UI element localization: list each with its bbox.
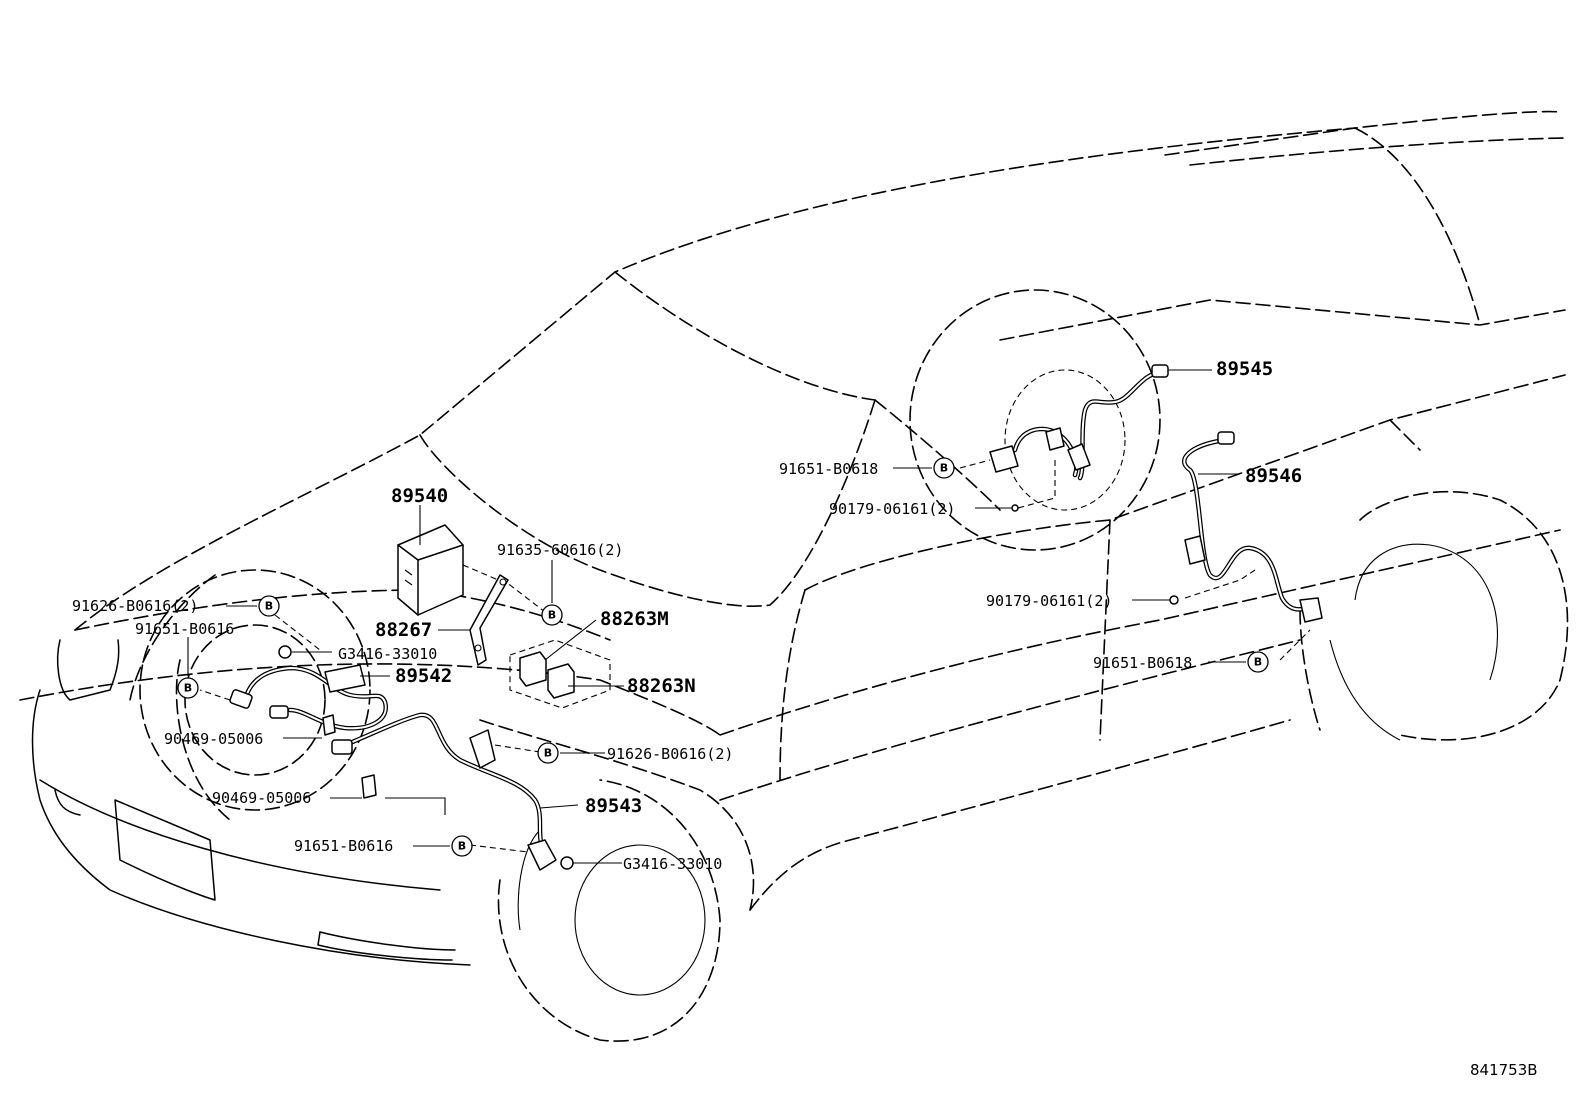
label-88263m: 88263M	[600, 608, 669, 630]
front-right-wheel	[497, 779, 721, 1042]
abs-ecu	[397, 524, 464, 616]
badge-91651b: B	[413, 835, 473, 857]
svg-text:B: B	[265, 600, 273, 613]
relay-box	[509, 639, 611, 709]
label-90179-06161-upper: 90179-06161(2)	[829, 500, 955, 518]
label-91651-b0618-upper: 91651-B0618	[779, 460, 878, 478]
rear-left-speed-sensor	[989, 364, 1169, 481]
svg-text:B: B	[544, 747, 552, 760]
label-90179-06161-lower: 90179-06161(2)	[986, 592, 1112, 610]
label-91626-b0616-upper: 91626-B0616(2)	[72, 597, 198, 615]
ecu-bracket	[469, 574, 509, 666]
svg-text:B: B	[940, 462, 948, 475]
label-g3416-33010-upper: G3416-33010	[338, 645, 437, 663]
label-91651-b0616-lower: 91651-B0616	[294, 837, 393, 855]
label-89545: 89545	[1216, 358, 1273, 380]
label-88267: 88267	[375, 619, 432, 641]
label-89540: 89540	[391, 485, 448, 507]
svg-text:B: B	[184, 682, 192, 695]
car-body-outline	[19, 110, 1566, 966]
label-g3416-33010-lower: G3416-33010	[623, 855, 722, 873]
front-right-speed-sensor	[322, 712, 574, 871]
svg-text:B: B	[1254, 656, 1262, 669]
label-91635-60616: 91635-60616(2)	[497, 541, 623, 559]
rear-right-wheel	[1329, 490, 1569, 741]
badge-91651a: B	[177, 637, 199, 699]
badge-91635: B	[541, 560, 563, 626]
label-91626-b0616-lower: 91626-B0616(2)	[607, 745, 733, 763]
label-90469-05006-upper: 90469-05006	[164, 730, 263, 748]
svg-text:B: B	[458, 840, 466, 853]
part-labels: 89540 91635-60616(2) 88263M 88263N 88267…	[72, 358, 1302, 873]
front-left-speed-sensor	[229, 645, 388, 731]
label-91651-b0618-lower: 91651-B0618	[1093, 654, 1192, 672]
label-89542: 89542	[395, 665, 452, 687]
badge-91626b: B	[537, 742, 605, 764]
front-left-wheel	[139, 569, 371, 811]
label-88263n: 88263N	[627, 675, 696, 697]
label-89543: 89543	[585, 795, 642, 817]
svg-text:B: B	[548, 609, 556, 622]
label-90469-05006-lower: 90469-05006	[212, 789, 311, 807]
badge-91626a: B	[226, 595, 280, 617]
label-91651-b0616-upper: 91651-B0616	[135, 620, 234, 638]
rear-right-speed-sensor	[1169, 431, 1323, 623]
figure-number: 841753B	[1470, 1061, 1538, 1079]
badge-91651d: B	[1208, 651, 1269, 673]
badge-91651c: B	[893, 457, 955, 479]
label-89546: 89546	[1245, 465, 1302, 487]
rear-left-wheel	[909, 289, 1161, 551]
